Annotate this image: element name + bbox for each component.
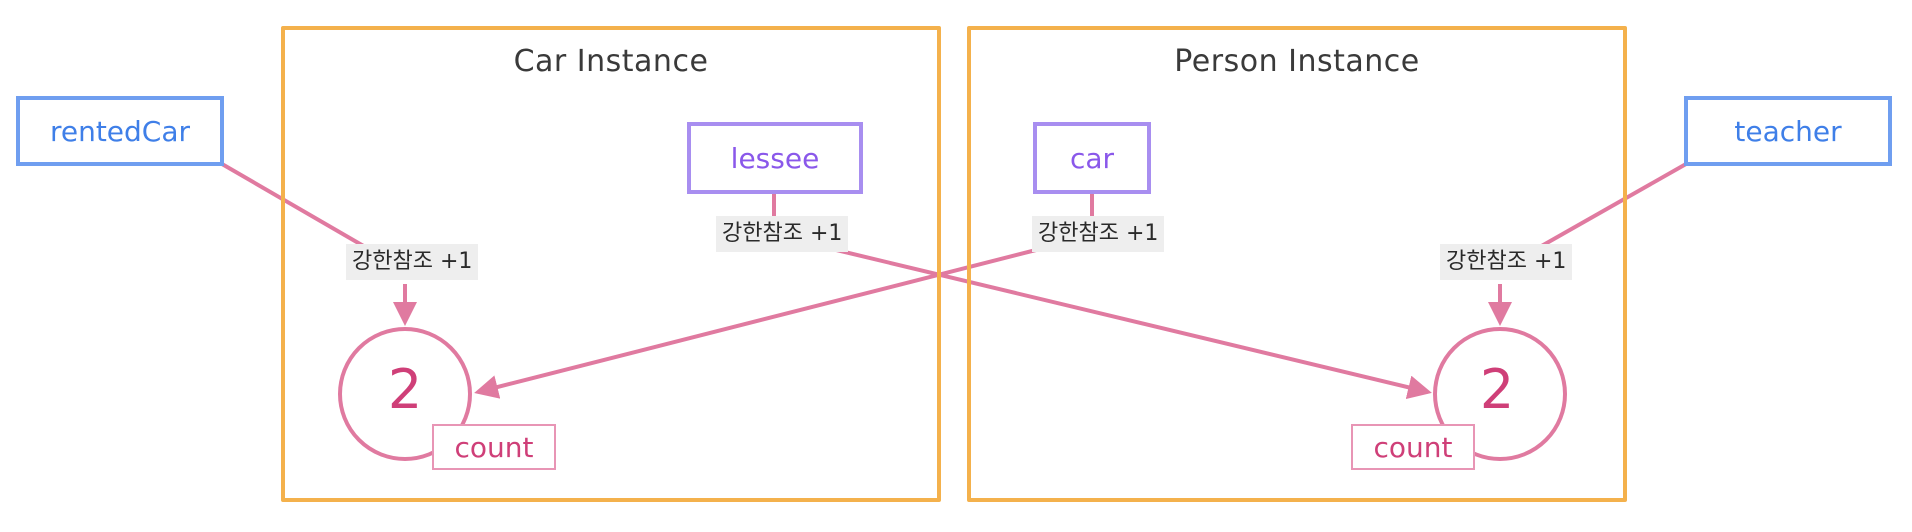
rented-car-reference-label: 강한참조 +1 bbox=[346, 244, 479, 280]
lessee-property: lessee bbox=[687, 122, 863, 194]
rented-car-reference-line bbox=[220, 162, 369, 250]
car-reference-arrow bbox=[474, 248, 1037, 399]
person-counter-circle bbox=[1433, 327, 1567, 461]
teacher-variable: teacher bbox=[1684, 96, 1892, 166]
car-reference-label: 강한참조 +1 bbox=[1032, 216, 1165, 252]
lessee-reference-arrow bbox=[827, 246, 1432, 400]
car-instance-box: Car Instance bbox=[281, 26, 941, 502]
person-instance-title: Person Instance bbox=[1174, 44, 1420, 79]
teacher-reference-line bbox=[1537, 162, 1687, 250]
car-count-label: count bbox=[432, 424, 556, 470]
car-property: car bbox=[1033, 122, 1151, 194]
car-counter-circle bbox=[338, 327, 472, 461]
person-count-label: count bbox=[1351, 424, 1475, 470]
teacher-reference-label: 강한참조 +1 bbox=[1440, 244, 1573, 280]
car-instance-title: Car Instance bbox=[513, 44, 709, 79]
car-reference-count-value: 2 bbox=[387, 358, 423, 421]
lessee-reference-label: 강한참조 +1 bbox=[716, 216, 849, 252]
rented-car-variable: rentedCar bbox=[16, 96, 224, 166]
person-instance-box: Person Instance bbox=[967, 26, 1627, 502]
person-reference-count-value: 2 bbox=[1479, 358, 1515, 421]
